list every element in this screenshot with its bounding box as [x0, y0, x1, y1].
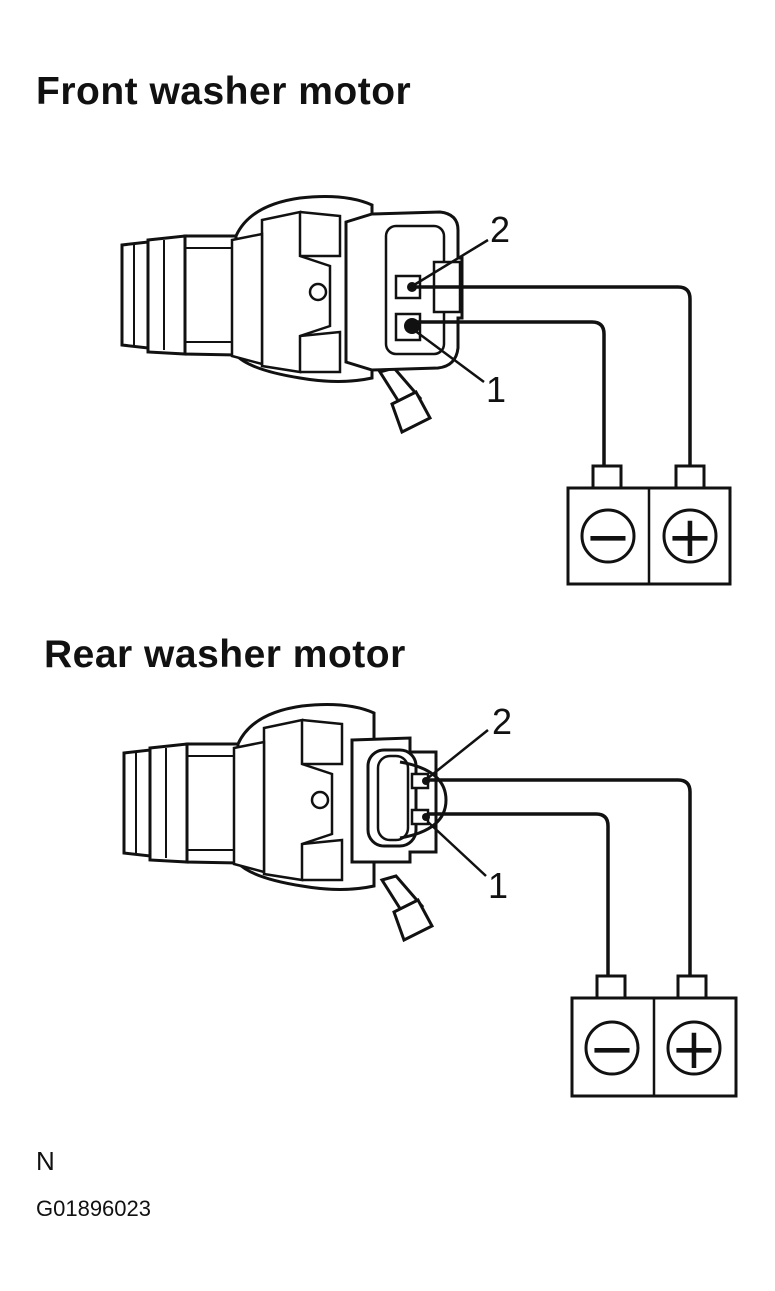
rear-negative-symbol: − [589, 1017, 636, 1082]
front-positive-symbol: + [667, 505, 714, 570]
rear-washer-motor-title: Rear washer motor [44, 633, 406, 676]
rear-positive-wire [428, 778, 692, 976]
rear-negative-terminal-icon [584, 1020, 640, 1076]
figure-code: G01896023 [36, 1196, 151, 1221]
front-washer-motor-title: Front washer motor [36, 70, 412, 113]
front-negative-terminal-icon [580, 508, 636, 564]
front-battery: − + [566, 464, 732, 586]
footer-note: N [36, 1146, 55, 1176]
front-label-1: 1 [486, 369, 506, 410]
rear-battery: − + [570, 974, 738, 1098]
front-positive-terminal-icon [662, 508, 718, 564]
rear-positive-symbol: + [671, 1017, 718, 1082]
front-washer-motor [120, 195, 464, 434]
rear-negative-wire [428, 812, 610, 976]
rear-connector [350, 736, 448, 864]
front-label-2: 2 [490, 209, 510, 250]
front-negative-wire [414, 320, 606, 468]
rear-label-2: 2 [492, 701, 512, 742]
rear-positive-terminal-icon [666, 1020, 722, 1076]
front-positive-wire [414, 285, 692, 468]
front-negative-symbol: − [585, 505, 632, 570]
rear-label-1: 1 [488, 865, 508, 906]
